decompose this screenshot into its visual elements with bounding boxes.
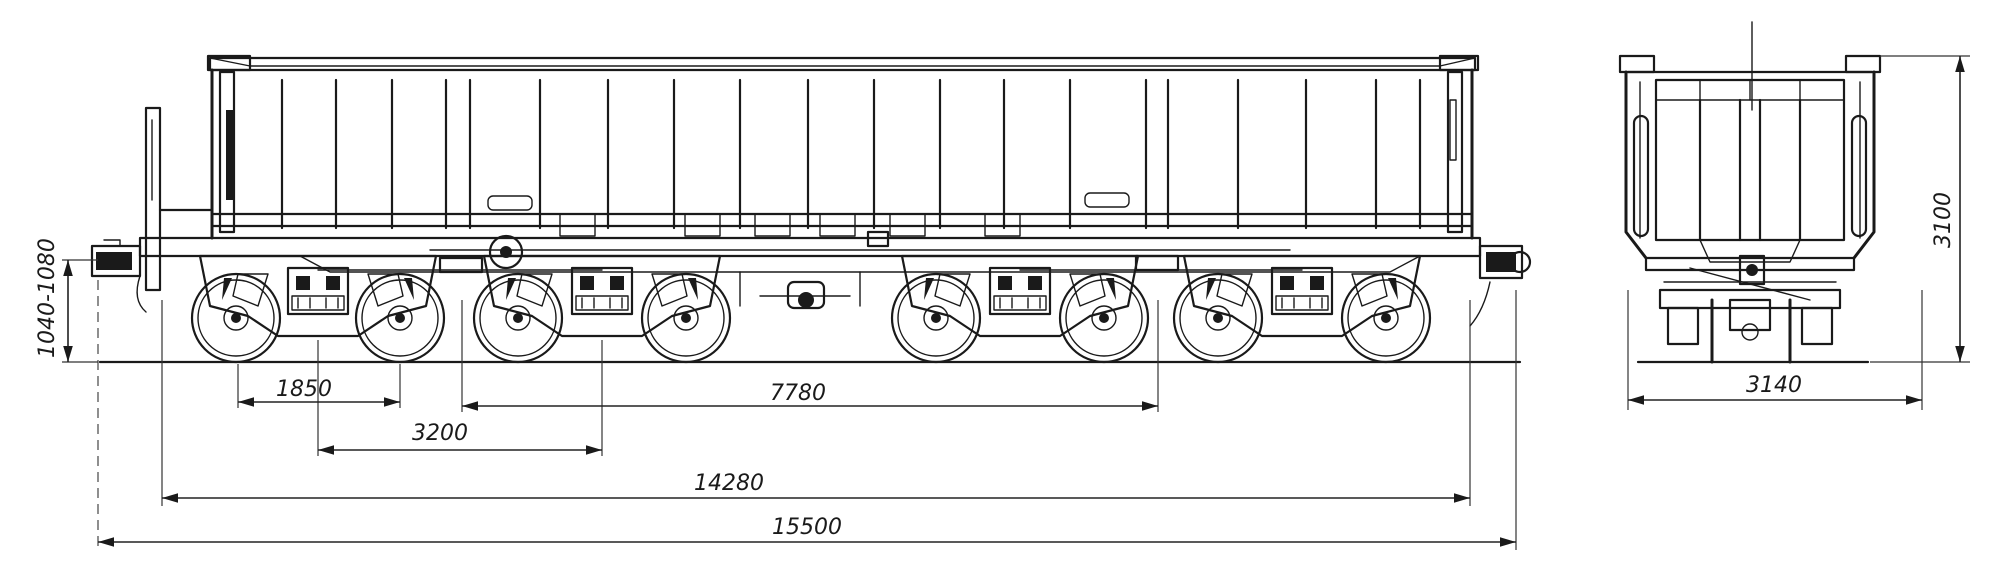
dim-coupler-height-label: 1040-1080 [35,238,60,358]
dim-height-label: 3100 [1931,192,1956,248]
dim-pivot-span-label: 7780 [770,381,826,406]
side-view [90,54,1532,364]
end-view [1618,21,1882,364]
body-stakes [280,78,1422,230]
dim-bogie-span-label: 3200 [412,421,468,446]
end-dimensions: 3140 3100 [1627,55,1970,410]
hopper-door-brackets [559,213,1021,237]
brake-cylinder [739,271,861,310]
side-dimensions: 1850 3200 7780 14280 15500 1040-1080 [35,238,1517,550]
dim-width-label: 3140 [1746,373,1802,398]
dim-overall-length-label: 15500 [772,515,842,540]
dim-wheelbase-label: 1850 [276,377,332,402]
dim-body-length-label: 14280 [694,471,764,496]
handbrake-wheel [488,234,524,270]
